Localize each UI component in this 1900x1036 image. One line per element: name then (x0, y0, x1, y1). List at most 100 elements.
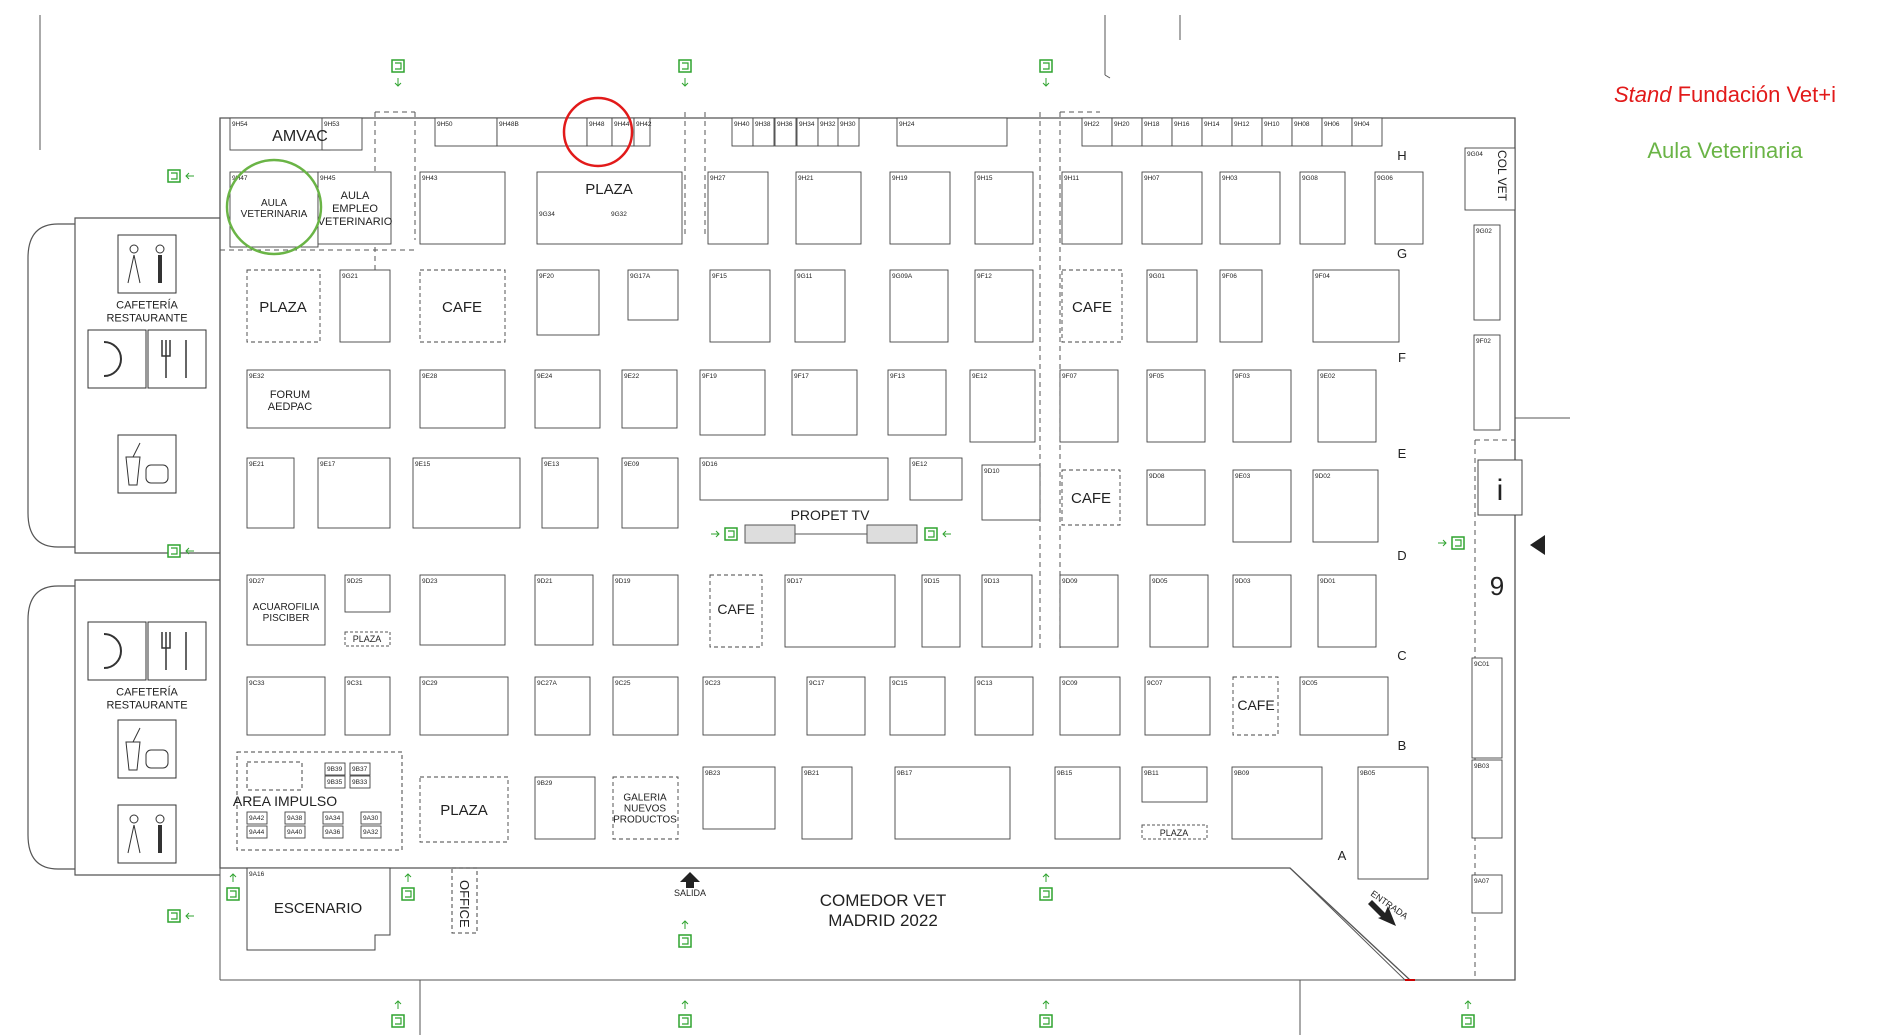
escenario-label: ESCENARIO (274, 900, 362, 917)
booth-box (889, 269, 949, 343)
booth-f15: 9F15 (709, 269, 771, 343)
booth-box (1219, 171, 1281, 245)
booth-box (536, 171, 683, 245)
exit-right (1438, 536, 1465, 550)
booth-code: 9C01 (1474, 661, 1490, 668)
booth-e21: 9E21 (246, 457, 295, 529)
booth-c25: 9C25 (612, 676, 679, 736)
booth-code: 9H43 (422, 175, 438, 182)
plaza-label-a: PLAZA (440, 802, 488, 819)
booth-impulso-bottom: 9A38 (284, 811, 306, 825)
booth-code: 9D08 (1149, 473, 1165, 480)
booth-code: 9B33 (352, 779, 368, 786)
booth-box (419, 171, 506, 245)
booth-box (284, 825, 306, 839)
exit-arrow-icon (681, 78, 689, 87)
booth-h4: 9H34 (796, 117, 819, 147)
exit-sign-icon (395, 1017, 402, 1025)
galeria-label-line: NUEVOS (624, 804, 667, 815)
booth-box (752, 117, 775, 147)
booth-box (889, 676, 946, 736)
booth-code: 9H19 (892, 175, 908, 182)
exit-sign-icon (724, 527, 738, 541)
hall-border (219, 117, 1516, 981)
booth-code: 9F17 (794, 373, 809, 380)
booth-code: 9H21 (798, 175, 814, 182)
exit-arrow-icon (711, 530, 720, 538)
booth-code: 9H07 (1144, 175, 1160, 182)
booth-code: 9C33 (249, 680, 265, 687)
booth-c05: 9C05 (1299, 676, 1389, 736)
booth-box (419, 269, 506, 343)
booth-code: 9B05 (1360, 770, 1376, 777)
booth-box (1471, 657, 1503, 759)
booth-code: 9B29 (537, 780, 553, 787)
booth-box (412, 457, 521, 529)
booth-box (801, 766, 853, 840)
galeria-label-line: PRODUCTOS (613, 815, 677, 826)
booth-h42: 9H42 (633, 117, 652, 147)
booth-box (633, 117, 651, 147)
booth-code: 9H12 (1234, 121, 1250, 128)
booth-d17: 9D17 (784, 574, 896, 648)
booth-hr0: 9H22 (1081, 117, 1113, 147)
exit-arrow-icon (404, 873, 412, 882)
exit-sign-icon (1039, 1014, 1053, 1028)
booth-g19: 9H19 (889, 171, 951, 245)
booth-code: 9H40 (734, 121, 750, 128)
escenario-box (246, 867, 391, 951)
exit-arrow-icon (681, 920, 689, 929)
booth-code: 9C25 (615, 680, 631, 687)
booth-box (981, 574, 1033, 648)
booth-box (321, 117, 363, 151)
booth-c29: 9C29 (419, 676, 509, 736)
hall-number-label: 9 (1490, 571, 1504, 601)
booth-e13: 9E13 (541, 457, 599, 529)
plaza-a (419, 776, 509, 843)
booth-hr7: 9H08 (1291, 117, 1323, 147)
booth-hr3: 9H16 (1171, 117, 1203, 147)
booth-box (974, 171, 1034, 245)
impulso-inner (246, 761, 303, 791)
booth-code: 9H42 (636, 121, 652, 128)
booth-code: 9C15 (892, 680, 908, 687)
cafe-label-d: CAFE (1071, 490, 1111, 507)
aula-empleo-label-line: VETERINARIO (318, 216, 393, 228)
booth-box (419, 369, 506, 429)
exit-sign-icon (682, 1017, 689, 1025)
booth-d19: 9D19 (612, 574, 679, 646)
booth-g09: 9G09A (889, 269, 949, 343)
booth-box (1232, 369, 1292, 443)
booth-g1: 9H27 (707, 171, 769, 245)
exit-sign-icon (226, 887, 240, 901)
booth-code: 9B03 (1474, 763, 1490, 770)
booth-d09: 9D09 (1059, 574, 1119, 648)
booth-box (709, 269, 771, 343)
booth-code: 9C29 (422, 680, 438, 687)
booth-box (317, 171, 392, 245)
booth-box (1171, 117, 1203, 147)
exit-arrow-icon (1464, 1000, 1472, 1009)
booth-box (1473, 224, 1501, 321)
booth-e17: 9E17 (317, 457, 391, 529)
booth-g06: 9G06 (1374, 171, 1424, 245)
booth-box (344, 676, 391, 736)
booth-g21b: 9G21 (339, 269, 391, 343)
booth-code: 9H50 (437, 121, 453, 128)
wc-icon (155, 814, 165, 824)
booth-impulso-top: 9B39 (324, 762, 346, 776)
cafe-label-b: CAFE (1237, 697, 1274, 713)
booth-box (1232, 676, 1279, 736)
wc-top (117, 234, 177, 294)
booth-hr2: 9H18 (1141, 117, 1173, 147)
salida-arrow-icon (680, 872, 700, 888)
booth-code: 9F07 (1062, 373, 1077, 380)
exit-sign-icon (391, 1014, 405, 1028)
booth-code: 9E28 (422, 373, 438, 380)
cafe-f2 (1061, 269, 1123, 343)
booth-box (1232, 469, 1292, 543)
booth-d16: 9D16 (699, 457, 889, 501)
booth-code: 9F12 (977, 273, 992, 280)
booth-code: 9B39 (327, 766, 343, 773)
